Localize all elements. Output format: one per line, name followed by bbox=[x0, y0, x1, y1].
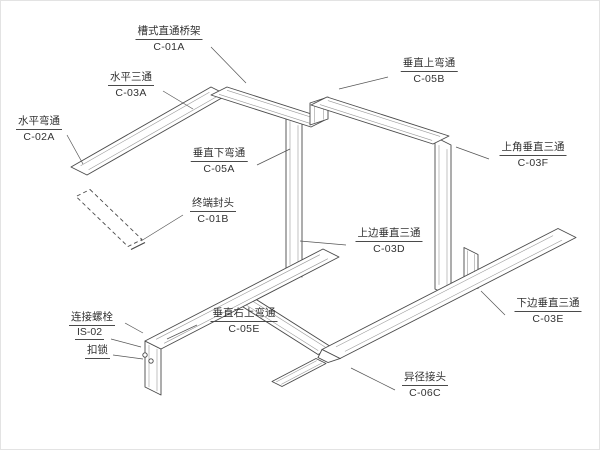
part-name: 垂直下弯通 bbox=[190, 147, 248, 163]
label-vertical-down-bend: 垂直下弯通 C-05A bbox=[190, 147, 248, 176]
label-end-cap: 终端封头 C-01B bbox=[190, 197, 236, 226]
bolt-icon bbox=[148, 358, 154, 364]
tray-narrow-reducer bbox=[271, 358, 327, 387]
tray-lower-left-run-rail bbox=[155, 254, 321, 340]
bolt-icon bbox=[142, 352, 148, 358]
tray-top-left-run-rail bbox=[88, 95, 218, 171]
leader-line bbox=[210, 46, 247, 84]
part-code: C-02A bbox=[23, 131, 55, 144]
leader-line bbox=[140, 214, 184, 242]
leader-line bbox=[66, 134, 84, 165]
leader-line bbox=[455, 146, 490, 160]
drop-middle bbox=[285, 112, 303, 278]
tray-top-band-front-rail bbox=[226, 89, 320, 121]
branch-center-rail bbox=[249, 299, 326, 348]
part-code: C-06C bbox=[409, 387, 441, 400]
leader-line bbox=[480, 290, 506, 316]
leader-line bbox=[350, 367, 396, 391]
part-name: 垂直上弯通 bbox=[400, 57, 458, 73]
leader-line bbox=[110, 338, 142, 348]
part-name: 异径接头 bbox=[402, 371, 448, 387]
part-code: C-05A bbox=[203, 163, 235, 176]
end-cap-edge bbox=[130, 241, 146, 251]
part-name: 上角垂直三通 bbox=[499, 141, 567, 157]
part-code: C-05B bbox=[413, 73, 445, 86]
label-connecting-bolt: 连接螺栓 bbox=[69, 309, 115, 326]
label-upper-corner-vertical-tee: 上角垂直三通 C-03F bbox=[499, 141, 567, 170]
leader-line bbox=[162, 90, 194, 110]
tray-top-band-front bbox=[210, 86, 328, 128]
label-horizontal-tee: 水平三通 C-03A bbox=[108, 71, 154, 100]
drop-right bbox=[434, 136, 452, 298]
reducer-step bbox=[317, 348, 342, 363]
part-name: 终端封头 bbox=[190, 197, 236, 213]
label-vertical-up-bend: 垂直上弯通 C-05B bbox=[400, 57, 458, 86]
part-name: 垂直右上弯通 bbox=[210, 307, 278, 323]
leader-line bbox=[166, 324, 198, 340]
tray-bottom-right-run-rail bbox=[335, 235, 554, 348]
part-code: C-03A bbox=[115, 87, 147, 100]
tray-top-band-back-rail bbox=[319, 104, 433, 141]
part-name: 上边垂直三通 bbox=[355, 227, 423, 243]
label-reducer-joint: 异径接头 C-06C bbox=[402, 371, 448, 400]
leader-line bbox=[299, 240, 347, 246]
post-bottom-left bbox=[144, 340, 162, 396]
part-code: C-05E bbox=[228, 323, 260, 336]
branch-center-rail bbox=[242, 302, 319, 351]
tray-narrow-reducer-rail bbox=[281, 362, 322, 385]
label-bolt-code: IS-02 bbox=[75, 326, 105, 340]
tray-top-left-run bbox=[70, 86, 228, 176]
leader-line bbox=[256, 148, 291, 166]
part-name: 下边垂直三通 bbox=[514, 297, 582, 313]
label-lower-edge-vertical-tee: 下边垂直三通 C-03E bbox=[514, 297, 582, 326]
part-code: C-01A bbox=[153, 41, 185, 54]
tray-top-band-front-rail bbox=[218, 93, 312, 125]
leader-line bbox=[124, 322, 144, 334]
leader-line bbox=[112, 354, 144, 360]
label-buckle-lock: 扣锁 bbox=[85, 342, 110, 359]
label-vertical-right-up-bend: 垂直右上弯通 C-05E bbox=[210, 307, 278, 336]
leader-line bbox=[338, 76, 389, 90]
part-name: 槽式直通桥架 bbox=[135, 25, 203, 41]
tray-narrow-reducer-rail bbox=[276, 360, 317, 383]
tray-hidden-run bbox=[75, 189, 143, 247]
part-code: C-03E bbox=[532, 313, 564, 326]
part-code: C-01B bbox=[197, 213, 229, 226]
label-horizontal-bend: 水平弯通 C-02A bbox=[16, 115, 62, 144]
tray-top-band-back-rail bbox=[327, 100, 441, 137]
tray-top-band-back bbox=[310, 96, 450, 145]
part-name: 水平弯通 bbox=[16, 115, 62, 131]
tray-lower-left-run-rail bbox=[163, 258, 329, 344]
label-upper-edge-vertical-tee: 上边垂直三通 C-03D bbox=[355, 227, 423, 256]
tray-top-left-run-rail bbox=[80, 91, 210, 167]
tray-bottom-right-run-rail bbox=[344, 239, 563, 352]
tray-lower-left-run bbox=[144, 248, 340, 350]
label-trough-straight-tray: 槽式直通桥架 C-01A bbox=[135, 25, 203, 54]
part-name: 水平三通 bbox=[108, 71, 154, 87]
part-code: C-03D bbox=[373, 243, 405, 256]
part-code: C-03F bbox=[517, 157, 549, 170]
